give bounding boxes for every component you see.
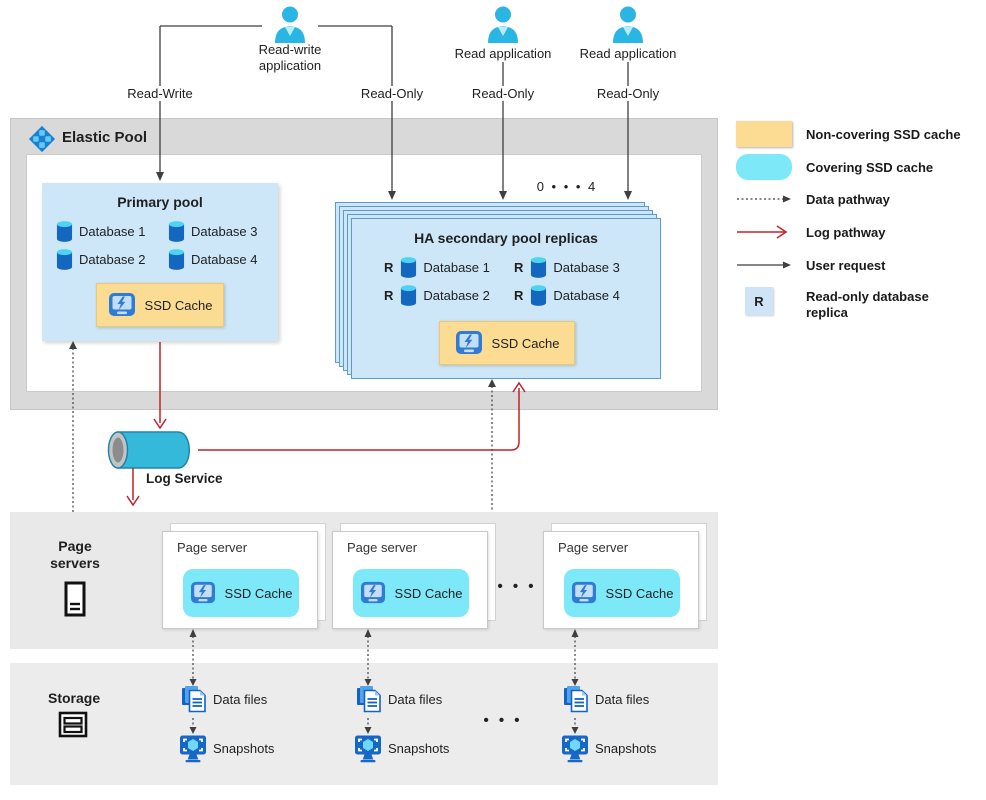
primary-pool-database-grid: Database 1 Database 3 Database 2 Databas…	[56, 219, 258, 272]
database-item: Database 4	[168, 249, 258, 270]
replica-marker: R	[514, 288, 524, 303]
storage-band	[10, 663, 718, 785]
ssd-cache-label: SSD Cache	[224, 585, 293, 601]
database-label: Database 3	[553, 260, 620, 275]
covering-cache-swatch	[736, 154, 792, 180]
page-servers-ellipsis: • • •	[497, 578, 537, 595]
legend-arrow-samples	[737, 195, 791, 269]
legend-label: Read-only database replica	[806, 289, 929, 320]
database-cylinder-icon	[400, 285, 417, 306]
page-server-title: Page server	[347, 540, 418, 555]
storage-band-label: Storage	[48, 690, 101, 706]
ssd-cache-label: SSD Cache	[394, 585, 463, 601]
page-server-ssd-cache: SSD Cache	[564, 569, 680, 617]
database-cylinder-icon	[56, 221, 73, 242]
page-server-ssd-cache: SSD Cache	[353, 569, 469, 617]
ha-pool-front-card: HA secondary pool replicas R Database 1 …	[351, 218, 661, 379]
person-icon	[272, 5, 308, 43]
replica-marker: R	[384, 260, 394, 275]
data-files-label: Data files	[595, 692, 650, 707]
database-cylinder-icon	[530, 285, 547, 306]
person-icon	[485, 5, 521, 43]
replica-range-label: 0 • • • 4	[536, 179, 598, 194]
ssd-device-icon	[360, 581, 386, 605]
legend-label: Non-covering SSD cache	[806, 127, 961, 142]
document-stack-icon	[563, 685, 589, 713]
snapshots-label: Snapshots	[388, 741, 450, 756]
replica-marker: R	[384, 288, 394, 303]
snapshot-monitor-icon	[560, 733, 590, 763]
legend-label: Covering SSD cache	[806, 160, 934, 175]
database-cylinder-icon	[168, 221, 185, 242]
branch-label-read-only-3: Read-Only	[592, 86, 664, 101]
primary-pool-ssd-cache: SSD Cache	[96, 283, 224, 327]
replica-database-item: R Database 1	[384, 257, 514, 278]
database-cylinder-icon	[400, 257, 417, 278]
branch-label-read-write: Read-Write	[123, 86, 197, 101]
read-application-1-label: Read application	[454, 46, 552, 61]
ssd-device-icon	[571, 581, 597, 605]
data-files-label: Data files	[388, 692, 443, 707]
snapshots-label: Snapshots	[213, 741, 275, 756]
database-cylinder-icon	[168, 249, 185, 270]
primary-pool-title: Primary pool	[117, 194, 203, 210]
log-service-label: Log Service	[146, 471, 223, 486]
database-label: Database 2	[423, 288, 490, 303]
database-label: Database 4	[553, 288, 620, 303]
database-label: Database 3	[191, 224, 258, 239]
server-tower-icon	[64, 581, 86, 617]
replica-database-item: R Database 4	[514, 285, 620, 306]
snapshot-monitor-icon	[178, 733, 208, 763]
document-stack-icon	[181, 685, 207, 713]
database-label: Database 4	[191, 252, 258, 267]
page-server-title: Page server	[177, 540, 248, 555]
legend-label: Log pathway	[806, 225, 886, 240]
ha-pool-database-grid: R Database 1 R Database 3 R Database 2 R…	[384, 255, 620, 308]
page-server-card: Page server SSD Cache	[543, 531, 699, 629]
legend-label: Data pathway	[806, 192, 890, 207]
branch-label-read-only-1: Read-Only	[356, 86, 428, 101]
elastic-pool-title: Elastic Pool	[62, 129, 148, 146]
read-application-2-label: Read application	[579, 46, 677, 61]
ssd-cache-label: SSD Cache	[605, 585, 674, 601]
branch-label-read-only-2: Read-Only	[467, 86, 539, 101]
storage-ellipsis: • • •	[483, 712, 523, 729]
ha-pool-ssd-cache: SSD Cache	[439, 321, 575, 365]
document-stack-icon	[356, 685, 382, 713]
page-servers-band-label: Page servers	[50, 538, 100, 571]
page-server-card: Page server SSD Cache	[162, 531, 318, 629]
non-covering-cache-swatch	[736, 121, 792, 147]
legend-label: User request	[806, 258, 886, 273]
primary-pool-box: Primary pool Database 1 Database 3 Datab…	[42, 183, 278, 341]
ssd-device-icon	[108, 292, 136, 318]
page-server-ssd-cache: SSD Cache	[183, 569, 299, 617]
snapshot-monitor-icon	[353, 733, 383, 763]
ssd-cache-label: SSD Cache	[491, 335, 560, 351]
person-icon	[610, 5, 646, 43]
database-item: Database 2	[56, 249, 168, 270]
ssd-device-icon	[190, 581, 216, 605]
snapshots-label: Snapshots	[595, 741, 657, 756]
storage-drawer-icon	[58, 711, 88, 738]
database-item: Database 1	[56, 221, 168, 242]
database-cylinder-icon	[530, 257, 547, 278]
replica-database-item: R Database 2	[384, 285, 514, 306]
database-cylinder-icon	[56, 249, 73, 270]
database-label: Database 2	[79, 252, 146, 267]
pipe-cylinder-icon	[104, 430, 202, 470]
data-files-label: Data files	[213, 692, 268, 707]
ssd-cache-label: SSD Cache	[144, 297, 213, 313]
database-label: Database 1	[79, 224, 146, 239]
replica-database-item: R Database 3	[514, 257, 620, 278]
page-server-card: Page server SSD Cache	[332, 531, 488, 629]
ha-pool-title: HA secondary pool replicas	[414, 230, 598, 246]
page-server-title: Page server	[558, 540, 629, 555]
replica-marker: R	[514, 260, 524, 275]
database-item: Database 3	[168, 221, 258, 242]
read-write-application-label: Read-write application	[258, 42, 322, 73]
database-label: Database 1	[423, 260, 490, 275]
replica-marker-swatch: R	[745, 287, 773, 315]
elastic-pool-diamond-icon	[28, 125, 56, 153]
ssd-device-icon	[455, 330, 483, 356]
